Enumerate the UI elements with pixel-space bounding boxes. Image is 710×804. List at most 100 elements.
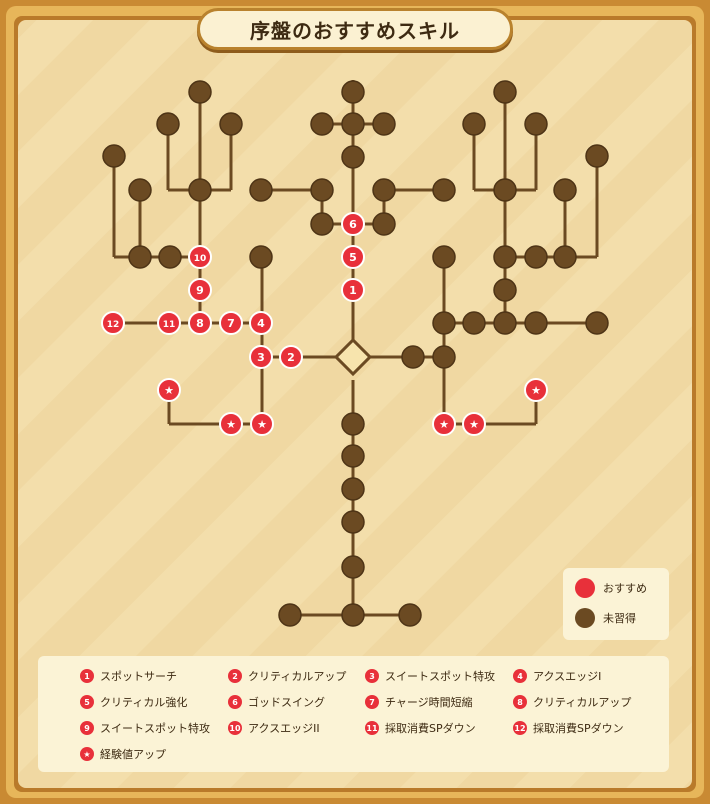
skill-node-unlearned[interactable] <box>493 278 517 302</box>
node-number-label: 6 <box>349 218 357 231</box>
skill-node-unlearned[interactable] <box>341 603 365 627</box>
skill-node-unlearned[interactable] <box>128 178 152 202</box>
skill-node-recommended[interactable]: 1 <box>341 278 365 302</box>
node-number-label: 10 <box>194 254 207 264</box>
legend-unlearned-label: 未習得 <box>603 612 636 625</box>
skill-node-unlearned[interactable] <box>398 603 422 627</box>
recommended-node-circle <box>462 412 486 436</box>
skill-node-unlearned[interactable] <box>432 345 456 369</box>
skill-node-unlearned[interactable] <box>310 178 334 202</box>
skill-node-unlearned[interactable] <box>493 178 517 202</box>
skill-node-recommended[interactable]: 5 <box>341 245 365 269</box>
skill-node-unlearned[interactable] <box>341 112 365 136</box>
skill-node-unlearned[interactable] <box>401 345 425 369</box>
node-number-label: 11 <box>163 320 176 330</box>
skill-node-unlearned[interactable] <box>341 510 365 534</box>
recommended-node-circle <box>188 278 212 302</box>
skill-name-2: クリティカルアップ <box>248 670 347 683</box>
skill-node-unlearned[interactable] <box>462 112 486 136</box>
skill-node-unlearned[interactable] <box>524 311 548 335</box>
recommended-node-circle <box>219 412 243 436</box>
skill-node-unlearned[interactable] <box>310 212 334 236</box>
skill-node-unlearned[interactable] <box>372 178 396 202</box>
skill-node-recommended[interactable]: 8 <box>188 311 212 335</box>
skill-node-recommended[interactable]: 3 <box>249 345 273 369</box>
skill-node-unlearned[interactable] <box>341 145 365 169</box>
recommended-node-circle <box>250 412 274 436</box>
node-number-label: 9 <box>196 284 204 297</box>
skill-node-recommended[interactable]: ★ <box>524 378 548 402</box>
skill-node-recommended[interactable]: ★ <box>250 412 274 436</box>
skill-node-unlearned[interactable] <box>553 178 577 202</box>
node-number-label: 3 <box>257 351 265 364</box>
skill-node-unlearned[interactable] <box>128 245 152 269</box>
skill-node-recommended[interactable]: 6 <box>341 212 365 236</box>
skill-node-unlearned[interactable] <box>102 144 126 168</box>
skill-node-unlearned[interactable] <box>462 311 486 335</box>
skill-node-unlearned[interactable] <box>372 212 396 236</box>
node-number-label: 4 <box>257 317 265 330</box>
skill-node-unlearned[interactable] <box>493 80 517 104</box>
skill-node-recommended[interactable]: 7 <box>219 311 243 335</box>
skill-name-star: 経験値アップ <box>100 748 166 761</box>
skill-node-unlearned[interactable] <box>553 245 577 269</box>
skill-node-unlearned[interactable] <box>341 80 365 104</box>
skill-node-unlearned[interactable] <box>432 245 456 269</box>
skill-node-unlearned[interactable] <box>372 112 396 136</box>
star-icon: ★ <box>80 747 94 761</box>
skill-node-recommended[interactable]: 10 <box>188 245 212 269</box>
skill-node-recommended[interactable]: ★ <box>157 378 181 402</box>
skill-node-unlearned[interactable] <box>493 245 517 269</box>
skill-node-unlearned[interactable] <box>341 444 365 468</box>
skill-node-recommended[interactable]: ★ <box>432 412 456 436</box>
skill-node-unlearned[interactable] <box>524 245 548 269</box>
skill-node-recommended[interactable]: 12 <box>101 311 125 335</box>
skill-node-unlearned[interactable] <box>341 477 365 501</box>
skill-node-unlearned[interactable] <box>156 112 180 136</box>
skill-node-unlearned[interactable] <box>341 412 365 436</box>
skill-node-unlearned[interactable] <box>493 311 517 335</box>
star-icon: ★ <box>226 418 236 431</box>
skill-node-recommended[interactable]: 4 <box>249 311 273 335</box>
skill-node-unlearned[interactable] <box>278 603 302 627</box>
recommended-node-circle <box>188 311 212 335</box>
skill-name-8: クリティカルアップ <box>533 696 632 709</box>
skill-badge-10: 10 <box>228 721 242 735</box>
recommended-node-circle <box>157 311 181 335</box>
skill-node-unlearned[interactable] <box>432 311 456 335</box>
skill-node-recommended[interactable]: 9 <box>188 278 212 302</box>
skill-node-recommended[interactable]: 2 <box>279 345 303 369</box>
skill-node-unlearned[interactable] <box>249 178 273 202</box>
node-number-label: 5 <box>349 251 357 264</box>
skill-node-unlearned[interactable] <box>585 144 609 168</box>
recommended-node-circle <box>341 212 365 236</box>
skill-name-9: スイートスポット特攻 <box>100 722 210 735</box>
skill-node-unlearned[interactable] <box>219 112 243 136</box>
skill-node-unlearned[interactable] <box>188 80 212 104</box>
skill-node-unlearned[interactable] <box>341 555 365 579</box>
node-number-label: 8 <box>196 317 204 330</box>
legend-recommended-label: おすすめ <box>603 582 647 595</box>
skill-node-recommended[interactable]: 11 <box>157 311 181 335</box>
skill-badge-3: 3 <box>365 669 379 683</box>
star-icon: ★ <box>439 418 449 431</box>
skill-node-unlearned[interactable] <box>524 112 548 136</box>
skill-node-unlearned[interactable] <box>249 245 273 269</box>
skill-node-recommended[interactable]: ★ <box>219 412 243 436</box>
legend-recommended: おすすめ <box>575 578 647 598</box>
node-number-label: 7 <box>227 317 235 330</box>
skill-node-unlearned[interactable] <box>188 178 212 202</box>
skill-badge-4: 4 <box>513 669 527 683</box>
skill-node-recommended[interactable]: ★ <box>462 412 486 436</box>
skill-node-unlearned[interactable] <box>585 311 609 335</box>
skill-badge-7: 7 <box>365 695 379 709</box>
skill-node-unlearned[interactable] <box>432 178 456 202</box>
skill-node-unlearned[interactable] <box>158 245 182 269</box>
skill-node-unlearned[interactable] <box>310 112 334 136</box>
skill-item-star: ★ 経験値アップ <box>80 746 166 762</box>
